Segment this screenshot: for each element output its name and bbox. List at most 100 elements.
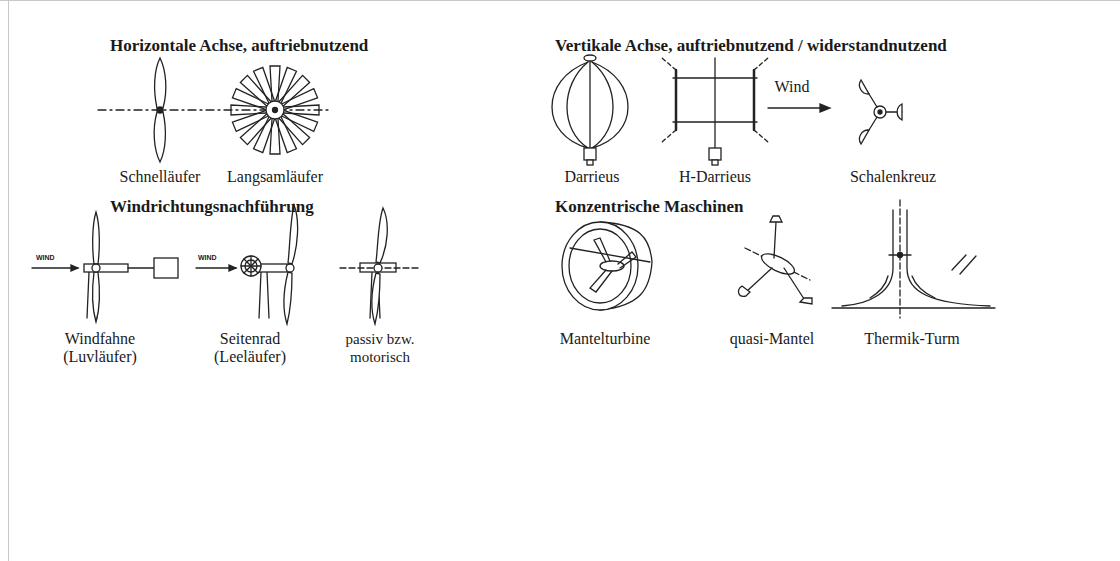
tip-vane-rotor [770,216,782,222]
tail-vane-turbine [84,264,128,272]
wind-tag: WIND [36,254,55,262]
darrieus-rotor [592,62,613,148]
frame [8,0,9,561]
darrieus-rotor [587,160,593,165]
wind-tag: WIND [198,254,217,262]
type-label: Langsamläufer [210,168,340,186]
h-darrieus-rotor [673,77,757,78]
h-darrieus-rotor [754,58,768,70]
cup-anemometer [878,110,882,114]
wind-arrow [768,104,830,112]
cup-anemometer [859,80,902,144]
type-label: Thermik-Turm [852,330,972,348]
fast-rotor-symbol [98,109,330,110]
side-wheel-turbine [284,272,292,324]
h-darrieus-rotor [712,160,718,165]
darrieus-rotor [589,58,590,150]
type-label: Windfahne (Luvläufer) [45,330,155,366]
cup-anemometer [859,130,869,144]
side-wheel-turbine [244,259,258,273]
wind-arrow [820,104,830,112]
slow-rotor-symbol [266,101,284,119]
fast-rotor-symbol [98,58,330,162]
slow-rotor-symbol [231,66,319,154]
wind-label: Wind [762,78,822,96]
side-wheel-turbine [196,205,298,324]
darrieus-rotor [567,62,588,148]
thermal-tower [832,200,995,318]
shrouded-turbine [562,222,652,310]
h-darrieus-rotor [673,121,757,122]
side-wheel-turbine [244,259,258,273]
tip-vane-rotor [800,298,812,304]
heading: Konzentrische Maschinen [555,198,743,216]
tip-vane-rotor [759,250,797,278]
slow-rotor-symbol [273,108,278,113]
slow-rotor-symbol [231,105,266,115]
slow-rotor-symbol [270,66,280,101]
slow-rotor-symbol [281,109,317,132]
type-label: Schalenkreuz [833,168,953,186]
thermal-tower [842,210,893,306]
heading: Horizontale Achse, auftriebnutzend [110,37,368,55]
h-darrieus-rotor [675,70,678,130]
cup-anemometer [874,106,886,118]
thermal-tower [870,276,888,298]
passive-turbine [374,264,382,272]
type-label: passiv bzw. motorisch [338,330,422,366]
type-label: Seitenrad (Leeläufer) [195,330,305,366]
h-darrieus-rotor [709,148,721,160]
type-label: Mantelturbine [540,330,670,348]
side-wheel-turbine [259,272,261,318]
fast-rotor-symbol [154,112,165,162]
h-darrieus-rotor [714,58,715,150]
thermal-tower [898,253,903,258]
thermal-tower [832,307,995,308]
darrieus-rotor [552,55,628,165]
tip-vane-rotor [745,248,810,280]
darrieus-rotor [592,62,628,148]
h-darrieus-rotor [753,70,756,130]
tail-vane-turbine [93,212,100,264]
h-darrieus-rotor [662,58,676,70]
slow-rotor-symbol [284,105,319,115]
tip-vane-rotor [774,222,776,258]
cup-anemometer [869,117,877,130]
frame [0,0,1120,1]
thermal-tower [907,210,990,306]
fast-rotor-symbol [155,58,166,108]
tail-vane-turbine [154,258,178,278]
shrouded-turbine [618,252,636,268]
h-darrieus-rotor [662,130,676,142]
cup-anemometer [897,104,902,120]
side-wheel-turbine [241,256,261,276]
darrieus-rotor [552,62,588,148]
tip-vane-rotor [739,216,812,304]
cup-anemometer [869,94,877,107]
heading: Vertikale Achse, auftriebnutzend / wider… [555,37,947,55]
tip-vane-rotor [746,268,772,292]
fast-rotor-symbol [157,107,163,113]
shrouded-turbine [590,270,612,292]
cup-anemometer [859,80,869,94]
shrouded-turbine [562,222,638,310]
side-wheel-turbine [286,264,294,272]
h-darrieus-rotor [662,58,768,165]
thermal-tower [952,255,966,270]
darrieus-rotor [584,55,596,61]
tail-vane-turbine [92,264,100,272]
tail-vane-turbine [71,265,78,271]
shrouded-turbine [569,229,631,303]
wind-arrow [768,107,826,108]
thermal-tower [960,256,976,274]
darrieus-rotor [584,148,596,160]
slow-rotor-symbol [254,116,277,152]
type-label: quasi-Mantel [717,330,827,348]
tail-vane-turbine [128,267,154,268]
slow-rotor-symbol [274,67,297,103]
tail-vane-turbine [93,272,100,322]
slow-rotor-symbol [232,89,268,112]
type-label: Schnelläufer [100,168,220,186]
